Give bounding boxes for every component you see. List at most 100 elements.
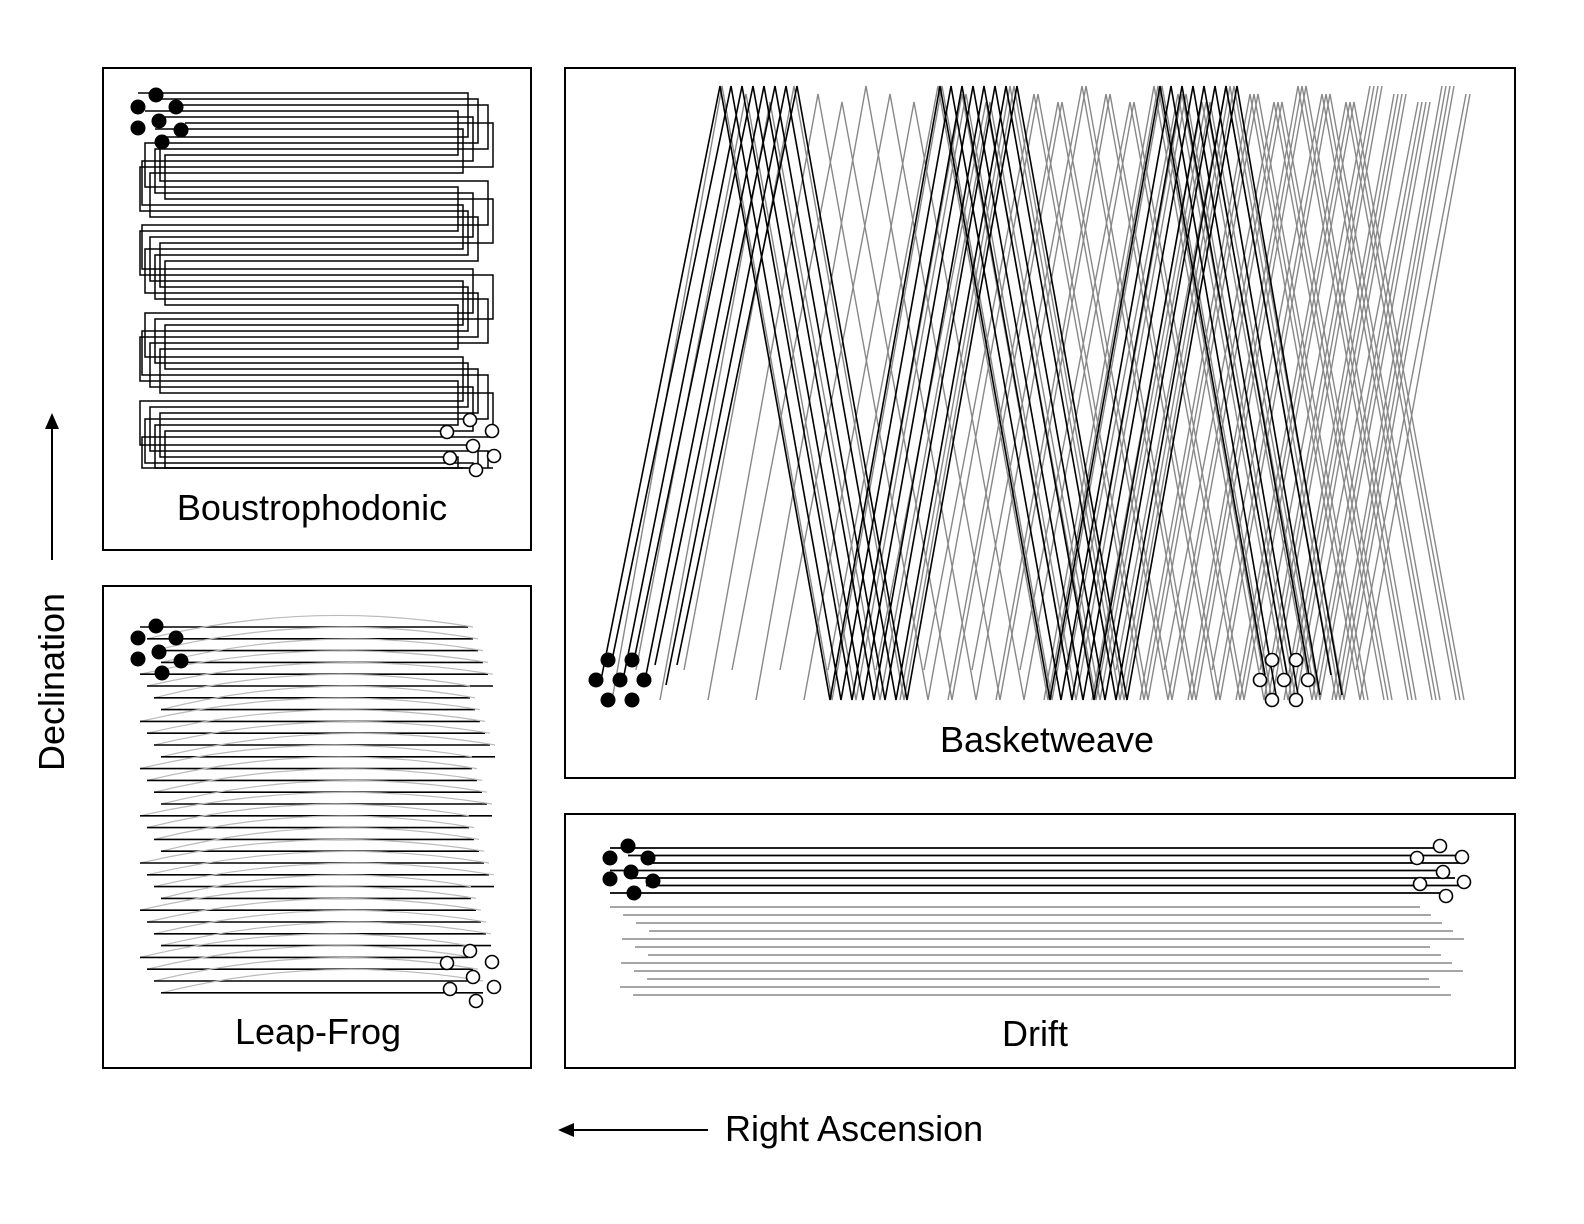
basketweave-secondary-path xyxy=(971,85,1413,701)
leapfrog-return-arc xyxy=(139,791,493,817)
basketweave-primary-path xyxy=(665,85,1332,701)
end-detector-circle xyxy=(1252,672,1268,688)
right-ascension-label: Right Ascension xyxy=(725,1108,983,1149)
drift-label: Drift xyxy=(1002,1013,1068,1054)
end-detector-circle xyxy=(439,955,455,971)
leapfrog-return-arc xyxy=(146,614,474,640)
leapfrog-return-arc xyxy=(146,898,482,923)
start-detector-dot xyxy=(168,630,184,646)
end-detector-circle xyxy=(1432,838,1448,854)
leapfrog-return-arc xyxy=(139,744,473,770)
end-detector-circle xyxy=(1454,849,1470,865)
boustrophodonic-panel xyxy=(102,67,532,551)
basketweave-scan-paths xyxy=(599,85,1471,701)
basketweave-label: Basketweave xyxy=(940,719,1154,760)
basketweave-secondary-path xyxy=(755,85,1417,701)
basketweave-secondary-path xyxy=(875,101,1427,701)
start-detector-dot xyxy=(624,692,640,708)
basketweave-secondary-path xyxy=(1067,93,1399,701)
end-detector-circle xyxy=(1300,672,1316,688)
end-detector-circle xyxy=(462,943,478,959)
start-detector-dot xyxy=(602,871,618,887)
leapfrog-return-arc xyxy=(139,886,477,911)
leapfrog-return-arc xyxy=(153,626,479,652)
start-detector-dot xyxy=(173,122,189,138)
declination-arrow xyxy=(45,413,59,560)
right-ascension-arrow xyxy=(558,1123,708,1137)
start-detector-dot xyxy=(154,665,170,681)
basketweave-primary-path xyxy=(643,85,1310,701)
leapfrog-return-arc xyxy=(153,768,483,793)
declination-label: Declination xyxy=(31,593,72,771)
leapfrog-return-arc xyxy=(139,839,485,864)
leapfrog-return-arc xyxy=(146,662,494,687)
basketweave-secondary-path xyxy=(1211,93,1433,701)
leapfrog-label: Leap-Frog xyxy=(235,1011,401,1052)
basketweave-secondary-path xyxy=(707,93,1369,701)
end-detector-circle xyxy=(1409,850,1425,866)
leapfrog-return-arc xyxy=(146,803,470,829)
end-detector-circle xyxy=(1264,692,1280,708)
start-detector-dot xyxy=(602,850,618,866)
end-detector-circle xyxy=(442,981,458,997)
leapfrog-return-arc xyxy=(160,732,496,758)
start-detector-dot xyxy=(130,630,146,646)
basketweave-secondary-path xyxy=(1163,101,1385,701)
leapfrog-return-arc xyxy=(146,850,490,876)
leapfrog-panel xyxy=(102,585,532,1069)
boustrophodonic-scan-path xyxy=(139,116,493,469)
end-detector-circle xyxy=(465,969,481,985)
end-detector-circle xyxy=(486,979,502,995)
leapfrog-return-arc xyxy=(153,862,495,888)
basketweave-secondary-path xyxy=(1331,85,1443,701)
basketweave-primary-path xyxy=(632,85,1299,701)
basketweave-secondary-path xyxy=(1259,85,1371,671)
start-detector-dot xyxy=(588,672,604,688)
basketweave-secondary-path xyxy=(731,101,1393,701)
boustrophodonic-scan-path xyxy=(141,110,494,468)
leapfrog-return-arc xyxy=(153,957,479,982)
end-detector-circle xyxy=(1456,874,1472,890)
leapfrog-return-arc xyxy=(139,933,469,958)
start-detector-dot xyxy=(151,113,167,129)
start-detector-dot xyxy=(148,87,164,103)
basketweave-secondary-path xyxy=(803,101,1465,701)
end-detector-circle xyxy=(465,438,481,454)
boustrophodonic-scan-path xyxy=(141,128,494,469)
start-detector-dot xyxy=(620,838,636,854)
end-detector-circle xyxy=(1288,652,1304,668)
leapfrog-return-arc xyxy=(146,945,474,970)
basketweave-primary-path xyxy=(676,85,1343,701)
start-detector-dot xyxy=(130,99,146,115)
leapfrog-return-arc xyxy=(146,709,486,734)
start-detector-dot xyxy=(130,120,146,136)
start-detector-dot xyxy=(154,134,170,150)
boustrophodonic-scan-path xyxy=(149,104,489,468)
end-detector-circle xyxy=(1412,876,1428,892)
boustrophodonic-scan-path xyxy=(139,98,494,468)
basketweave-secondary-path xyxy=(1187,85,1409,701)
end-detector-circle xyxy=(468,993,484,1009)
basketweave-primary-path xyxy=(599,85,1266,701)
leapfrog-return-arc xyxy=(153,815,475,840)
end-detector-circle xyxy=(1438,888,1454,904)
boustrophodonic-label: Boustrophodonic xyxy=(177,487,447,528)
leapfrog-return-arc xyxy=(153,673,471,699)
start-detector-dot xyxy=(148,618,164,634)
basketweave-panel xyxy=(564,67,1516,779)
start-detector-dot xyxy=(624,652,640,668)
basketweave-secondary-path xyxy=(1307,101,1419,671)
end-detector-circle xyxy=(439,424,455,440)
boustrophodonic-scan-path xyxy=(139,122,494,469)
basketweave-primary-path xyxy=(654,85,1321,701)
end-detector-circle xyxy=(1435,864,1451,880)
boustrophodonic-scan-paths xyxy=(138,92,494,469)
start-detector-dot xyxy=(173,653,189,669)
basketweave-secondary-path xyxy=(611,85,1383,701)
basketweave-secondary-path xyxy=(1355,93,1467,671)
basketweave-primary-path xyxy=(621,85,1288,701)
end-detector-circle xyxy=(484,954,500,970)
end-detector-circle xyxy=(442,450,458,466)
start-detector-dot xyxy=(600,652,616,668)
